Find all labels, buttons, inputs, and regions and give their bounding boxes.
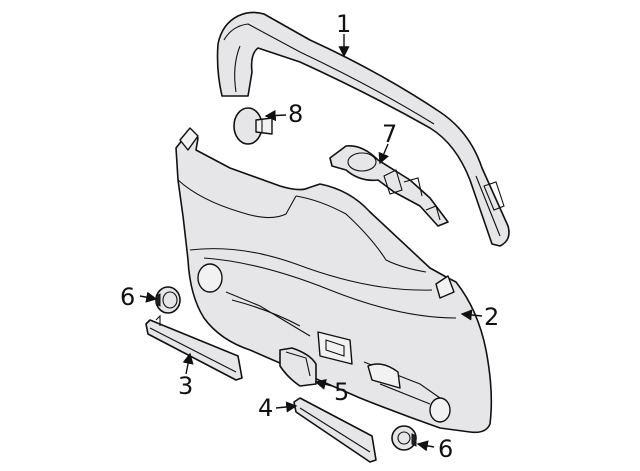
- part-8-push-clip: [233, 107, 273, 145]
- leader-6a: [139, 291, 158, 303]
- callout-5: 5: [334, 378, 349, 406]
- callout-6-upper: 6: [120, 283, 135, 311]
- callout-6-lower: 6: [438, 435, 453, 463]
- part-6-clip-upper: [155, 286, 181, 314]
- callout-4: 4: [258, 394, 273, 422]
- leader-3: [182, 352, 194, 375]
- callout-8: 8: [288, 100, 303, 128]
- part-6-clip-lower: [391, 425, 417, 451]
- leader-4: [275, 401, 298, 413]
- callout-7: 7: [382, 120, 397, 148]
- callout-1: 1: [336, 10, 351, 38]
- part-3-left-strip: [145, 314, 243, 381]
- callout-3: 3: [178, 372, 193, 400]
- leader-8: [264, 109, 287, 122]
- part-2-liftgate-panel: [175, 127, 493, 434]
- leader-2: [460, 309, 483, 321]
- part-7-bracket: [329, 144, 449, 227]
- leader-6b: [416, 440, 435, 452]
- part-1-upper-trim: [216, 11, 510, 247]
- callout-2: 2: [484, 303, 499, 331]
- leader-5: [314, 378, 333, 390]
- leader-7: [378, 143, 389, 165]
- part-4-lower-strip: [293, 397, 377, 463]
